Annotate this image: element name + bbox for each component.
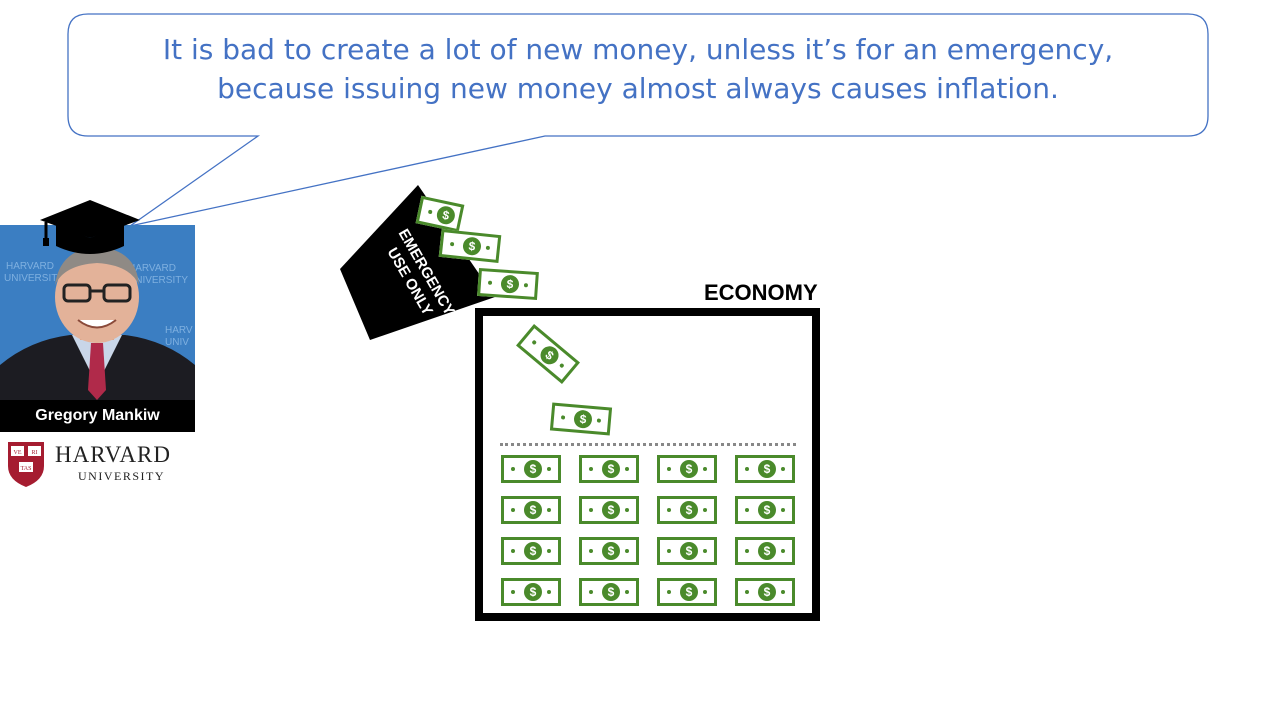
dollar-coin-icon: $ (602, 501, 620, 519)
quote-line-1: It is bad to create a lot of new money, … (162, 33, 1114, 66)
stacked-bill: $ (501, 455, 561, 483)
stacked-bill: $ (501, 578, 561, 606)
backdrop-text-5: HARV (165, 325, 193, 336)
stacked-bill: $ (735, 455, 795, 483)
harvard-shield-icon: VE RI TAS (8, 442, 44, 487)
economy-label: ECONOMY (704, 280, 818, 305)
dollar-coin-icon: $ (435, 204, 457, 226)
stacked-bill: $ (579, 496, 639, 524)
economy-box (475, 308, 820, 621)
name-plate: Gregory Mankiw (0, 400, 195, 432)
dollar-coin-icon: $ (602, 460, 620, 478)
dollar-coin-icon: $ (758, 460, 776, 478)
backdrop-text-6: UNIV (165, 337, 189, 348)
speech-bubble-outline (67, 13, 1209, 227)
harvard-logo: VE RI TAS HARVARD UNIVERSITY (6, 440, 196, 490)
backdrop-text-2: UNIVERSITY (4, 273, 64, 284)
stacked-bill: $ (735, 537, 795, 565)
dollar-coin-icon: $ (680, 542, 698, 560)
harvard-subtitle: UNIVERSITY (78, 469, 165, 483)
dollar-coin-icon: $ (680, 501, 698, 519)
stacked-bill: $ (579, 578, 639, 606)
stacked-bill: $ (657, 496, 717, 524)
shield-text-3: TAS (21, 466, 32, 472)
dollar-coin-icon: $ (602, 542, 620, 560)
stacked-bill: $ (657, 537, 717, 565)
falling-bill-3: $ (477, 267, 539, 301)
dotted-divider (500, 443, 796, 446)
backdrop-text-3: HARVARD (128, 263, 176, 274)
dollar-coin-icon: $ (602, 583, 620, 601)
dollar-coin-icon: $ (524, 542, 542, 560)
dollar-coin-icon: $ (500, 274, 520, 294)
stacked-bill: $ (501, 496, 561, 524)
stacked-bill: $ (579, 455, 639, 483)
dollar-coin-icon: $ (680, 460, 698, 478)
dollar-coin-icon: $ (462, 236, 482, 257)
stacked-bill: $ (501, 537, 561, 565)
quote-line-2: because issuing new money almost always … (217, 72, 1059, 105)
stacked-bill: $ (579, 537, 639, 565)
backdrop-text-1: HARVARD (6, 261, 54, 272)
dollar-coin-icon: $ (524, 501, 542, 519)
dollar-coin-icon: $ (758, 501, 776, 519)
harvard-name: HARVARD (55, 442, 171, 467)
stacked-bill: $ (657, 578, 717, 606)
stacked-bill: $ (657, 455, 717, 483)
stacked-bill: $ (735, 496, 795, 524)
dollar-coin-icon: $ (524, 460, 542, 478)
shield-text-2: RI (32, 450, 38, 456)
backdrop-text-4: UNIVERSITY (128, 275, 188, 286)
quote-text: It is bad to create a lot of new money, … (70, 30, 1206, 108)
shield-text-1: VE (14, 450, 22, 456)
stacked-bill: $ (735, 578, 795, 606)
graduation-cap-icon (40, 200, 140, 254)
dollar-coin-icon: $ (524, 583, 542, 601)
dollar-coin-icon: $ (758, 542, 776, 560)
portrait-photo: HARVARD UNIVERSITY HARVARD UNIVERSITY HA… (0, 225, 195, 400)
dollar-coin-icon: $ (680, 583, 698, 601)
dollar-coin-icon: $ (758, 583, 776, 601)
emergency-box (340, 185, 495, 340)
